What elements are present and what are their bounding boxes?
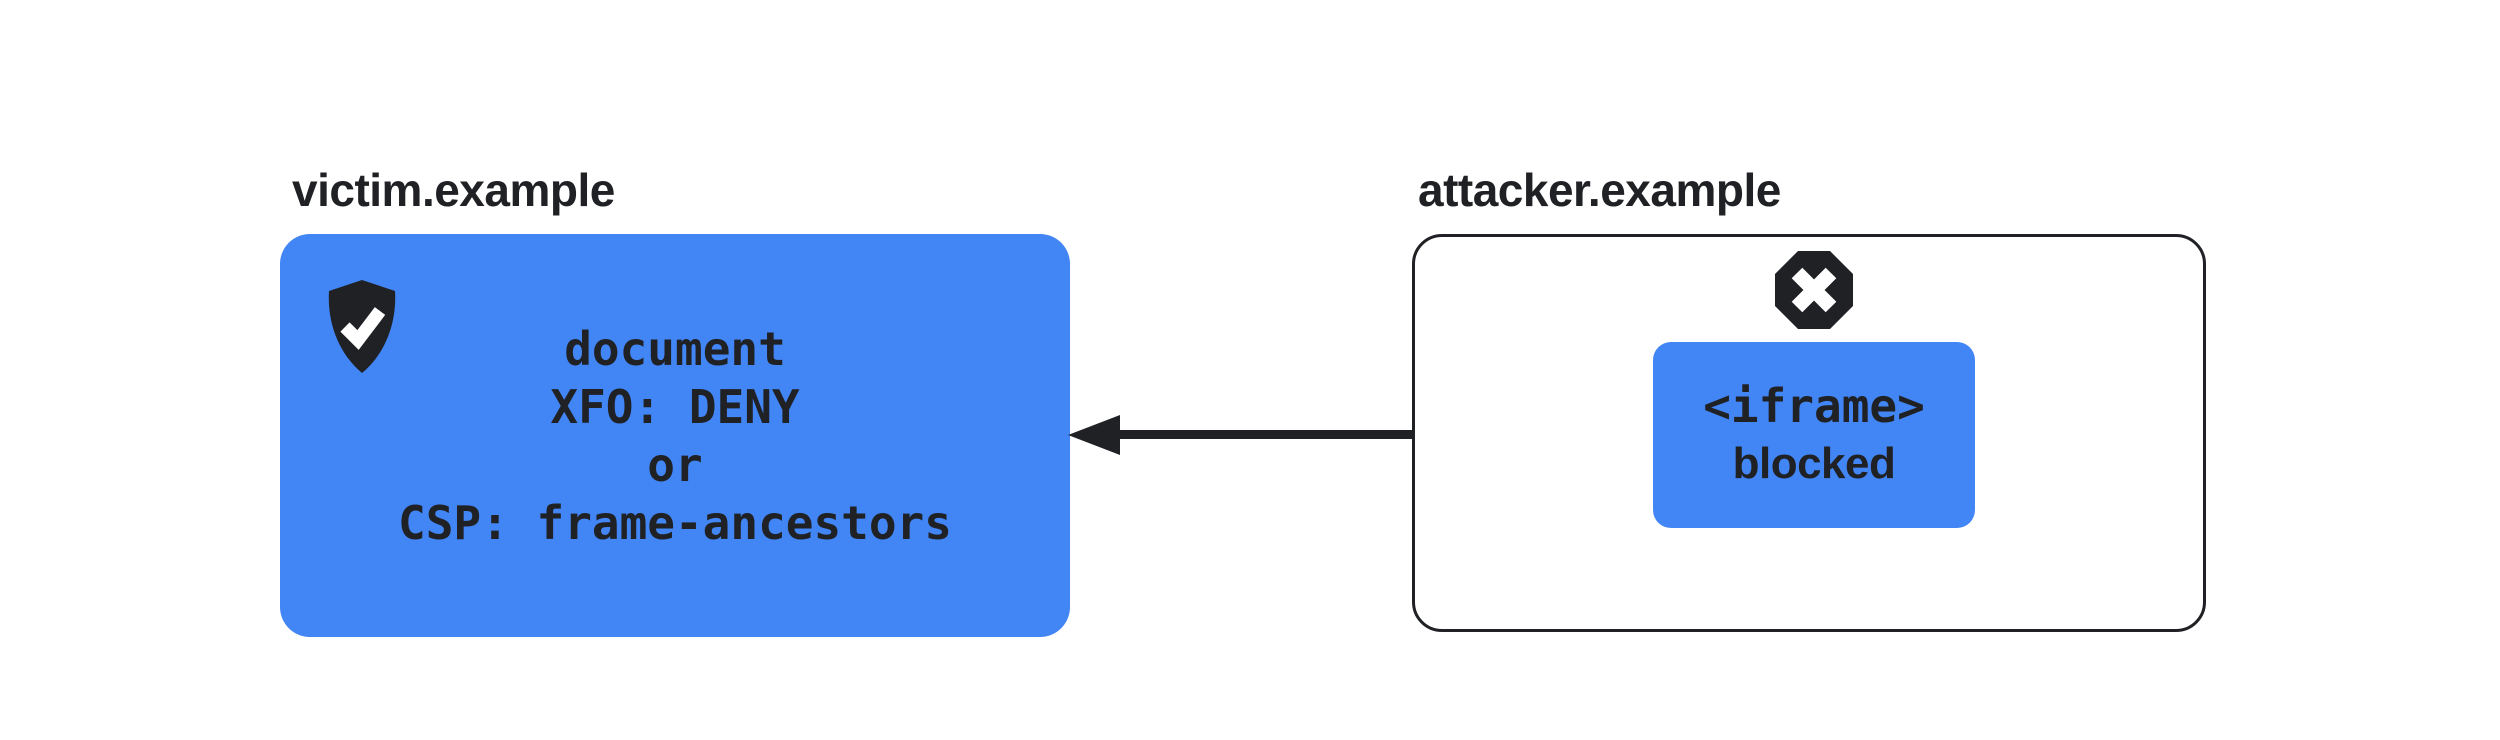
arrow-shaft (1116, 430, 1656, 439)
card-line-csp-frame-ancestors: CSP: frame-ancestors (398, 495, 952, 550)
victim-card-text: document XFO: DENY or CSP: frame-ancesto… (280, 234, 1070, 637)
iframe-status-text: blocked (1732, 439, 1896, 488)
attacker-domain-label: attacker.example (1418, 164, 1781, 216)
iframe-blocked-card: <iframe> blocked (1653, 342, 1975, 528)
card-line-xfo-deny: XFO: DENY (550, 379, 800, 434)
attacker-page-card: <iframe> blocked (1412, 234, 2206, 632)
arrow-head-left-icon (1068, 415, 1120, 455)
victim-document-card: document XFO: DENY or CSP: frame-ancesto… (280, 234, 1070, 637)
cross-octagon-icon (1773, 249, 1855, 331)
card-line-document: document (564, 321, 786, 376)
victim-domain-label: victim.example (292, 164, 615, 216)
iframe-tag-text: <iframe> (1703, 379, 1925, 433)
shield-check-icon (322, 278, 402, 375)
card-line-or: or (647, 437, 703, 492)
